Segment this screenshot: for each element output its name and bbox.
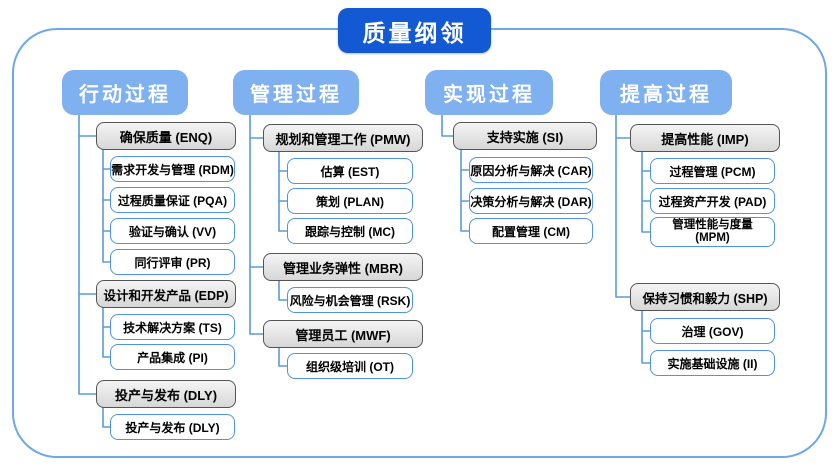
connector	[102, 307, 111, 358]
item-box-gov: 治理 (GOV)	[650, 318, 775, 344]
item-box-ii: 实施基础设施 (II)	[650, 350, 775, 376]
item-box-pr: 同行评审 (PR)	[110, 249, 235, 275]
connector	[102, 407, 111, 428]
item-box-pi: 产品集成 (PI)	[110, 344, 235, 370]
connector	[278, 347, 288, 367]
group-box-shp: 保持习惯和毅力 (SHP)	[630, 283, 780, 311]
column-header-realization: 实现过程	[425, 70, 553, 115]
connector	[278, 280, 288, 301]
connector	[249, 114, 264, 335]
group-box-dly: 投产与发布 (DLY)	[96, 380, 236, 408]
item-box-mc: 跟踪与控制 (MC)	[287, 218, 413, 244]
group-box-enq: 确保质量 (ENQ)	[96, 122, 236, 150]
item-box-rsk: 风险与机会管理 (RSK)	[287, 287, 413, 313]
connector	[641, 151, 651, 233]
connector	[441, 114, 454, 137]
group-box-mwf: 管理员工 (MWF)	[263, 320, 423, 348]
diagram-title: 质量纲领	[338, 8, 491, 53]
item-box-ts: 技术解决方案 (TS)	[110, 314, 235, 340]
item-box-dar: 决策分析与解决 (DAR)	[469, 188, 593, 214]
item-box-plan: 策划 (PLAN)	[287, 188, 413, 214]
item-box-mpm: 管理性能与度量 (MPM)	[650, 217, 775, 247]
connector	[641, 310, 651, 364]
group-box-mbr: 管理业务弹性 (MBR)	[263, 253, 423, 281]
group-box-edp: 设计和开发产品 (EDP)	[96, 280, 236, 308]
connector	[78, 114, 97, 395]
item-box-vv: 验证与确认 (VV)	[110, 218, 235, 244]
group-box-pmw: 规划和管理工作 (PMW)	[263, 124, 423, 152]
item-box-dly: 投产与发布 (DLY)	[110, 414, 235, 440]
item-box-cm: 配置管理 (CM)	[469, 218, 593, 244]
connector	[102, 149, 111, 263]
item-box-est: 估算 (EST)	[287, 158, 413, 184]
connector	[278, 151, 288, 232]
connector	[460, 149, 470, 232]
connector	[615, 114, 631, 298]
item-box-pcm: 过程管理 (PCM)	[650, 158, 775, 184]
item-box-ot: 组织级培训 (OT)	[287, 353, 413, 379]
item-box-rdm: 需求开发与管理 (RDM)	[110, 156, 235, 182]
column-header-action: 行动过程	[62, 70, 188, 115]
item-box-pqa: 过程质量保证 (PQA)	[110, 187, 235, 213]
column-header-improvement: 提高过程	[600, 70, 732, 115]
group-box-imp: 提高性能 (IMP)	[630, 124, 780, 152]
item-box-pad: 过程资产开发 (PAD)	[650, 188, 775, 214]
column-header-management: 管理过程	[233, 70, 359, 115]
item-box-car: 原因分析与解决 (CAR)	[469, 157, 593, 183]
group-box-si: 支持实施 (SI)	[453, 122, 597, 150]
